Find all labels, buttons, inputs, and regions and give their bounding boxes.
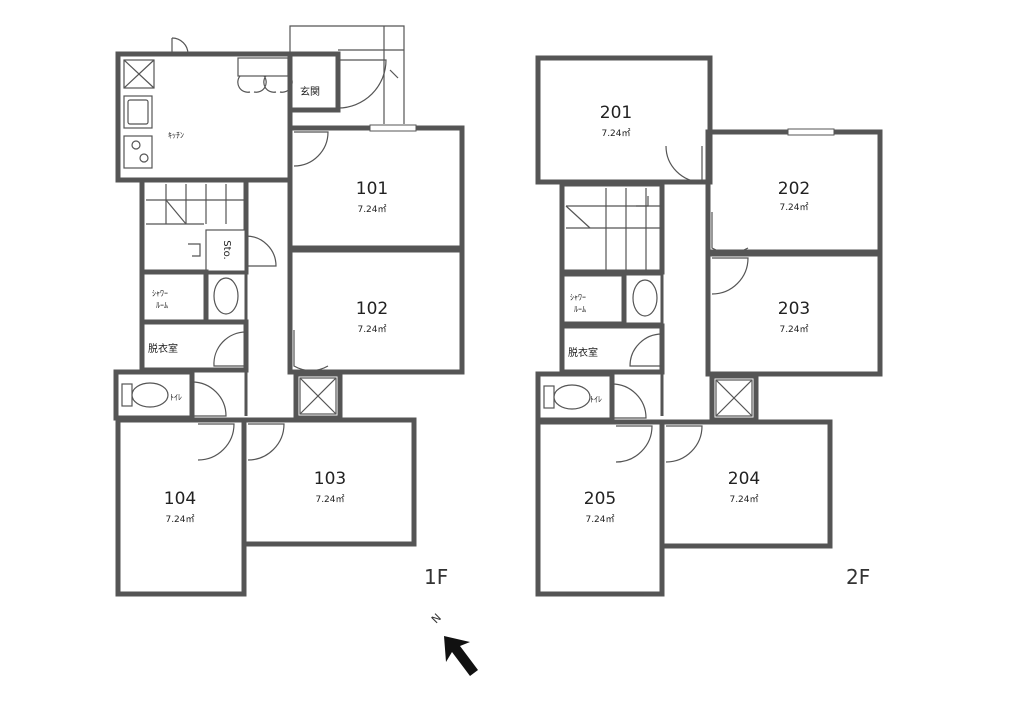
room-202-area: 7.24㎡ bbox=[779, 202, 808, 213]
room-203-area: 7.24㎡ bbox=[779, 324, 808, 335]
floor-label-1f: 1F bbox=[424, 565, 448, 589]
room-204-number: 204 bbox=[728, 469, 760, 489]
room-102: 102 7.24㎡ bbox=[287, 247, 465, 375]
toilet-1f: ﾄｲﾚ bbox=[113, 369, 227, 421]
entrance-area: 玄関 bbox=[287, 25, 405, 124]
room-204: 204 7.24㎡ bbox=[659, 419, 833, 549]
room-205-number: 205 bbox=[584, 489, 616, 509]
second-floor: 201 7.24㎡ 202 7.24㎡ 203 7.24㎡ bbox=[535, 55, 883, 597]
room-101-area: 7.24㎡ bbox=[357, 204, 386, 215]
kitchen-area: ｷｯﾁﾝ bbox=[115, 37, 293, 183]
stairs-1f: Sto. bbox=[139, 177, 277, 275]
dressing-label-2f: 脱衣室 bbox=[568, 346, 598, 359]
toilet-2f: ﾄｲﾚ bbox=[535, 371, 647, 423]
room-102-number: 102 bbox=[356, 299, 388, 319]
north-label: N bbox=[429, 611, 444, 626]
shower-room-2f: ｼｬﾜｰ ﾙｰﾑ bbox=[559, 271, 664, 327]
room-201-area: 7.24㎡ bbox=[601, 128, 630, 139]
room-203: 203 7.24㎡ bbox=[705, 251, 883, 377]
room-103-area: 7.24㎡ bbox=[315, 494, 344, 505]
room-203-number: 203 bbox=[778, 299, 810, 319]
room-103: 103 7.24㎡ bbox=[241, 417, 417, 547]
washbasin-icon bbox=[632, 279, 658, 317]
room-104: 104 7.24㎡ bbox=[115, 417, 247, 597]
washbasin-icon bbox=[213, 277, 239, 315]
room-101-number: 101 bbox=[356, 179, 388, 199]
shower-label-line2: ﾙｰﾑ bbox=[156, 301, 168, 310]
room-103-number: 103 bbox=[314, 469, 346, 489]
north-arrow-icon: N bbox=[429, 611, 478, 676]
stairs-2f bbox=[559, 181, 665, 275]
storage-label: Sto. bbox=[221, 240, 232, 259]
room-202: 202 7.24㎡ bbox=[705, 128, 883, 255]
room-102-area: 7.24㎡ bbox=[357, 324, 386, 335]
room-104-number: 104 bbox=[164, 489, 196, 509]
dressing-room-2f: 脱衣室 bbox=[559, 323, 665, 375]
kitchen-label: ｷｯﾁﾝ bbox=[168, 131, 184, 140]
toilet-icon bbox=[553, 384, 591, 410]
room-202-number: 202 bbox=[778, 179, 810, 199]
room-201: 201 7.24㎡ bbox=[535, 55, 713, 185]
floor-label-2f: 2F bbox=[846, 565, 870, 589]
shower-label-line1-2f: ｼｬﾜｰ bbox=[570, 293, 586, 302]
dressing-label: 脱衣室 bbox=[148, 342, 178, 355]
shower-label-line1: ｼｬﾜｰ bbox=[152, 289, 168, 298]
room-104-area: 7.24㎡ bbox=[165, 514, 194, 525]
toilet-label-2f: ﾄｲﾚ bbox=[590, 395, 602, 404]
room-205: 205 7.24㎡ bbox=[535, 419, 665, 597]
dressing-room-1f: 脱衣室 bbox=[139, 319, 249, 373]
toilet-label: ﾄｲﾚ bbox=[170, 393, 182, 402]
stove-icon bbox=[123, 135, 153, 169]
first-floor: ｷｯﾁﾝ 玄関 bbox=[113, 25, 465, 597]
shower-room-1f: ｼｬﾜｰ ﾙｰﾑ bbox=[139, 269, 248, 325]
room-101: 101 7.24㎡ bbox=[287, 124, 465, 251]
room-201-number: 201 bbox=[600, 103, 632, 123]
room-205-area: 7.24㎡ bbox=[585, 514, 614, 525]
room-204-area: 7.24㎡ bbox=[729, 494, 758, 505]
shower-label-line2-2f: ﾙｰﾑ bbox=[574, 305, 586, 314]
toilet-icon bbox=[131, 382, 169, 408]
entrance-label: 玄関 bbox=[300, 85, 320, 98]
